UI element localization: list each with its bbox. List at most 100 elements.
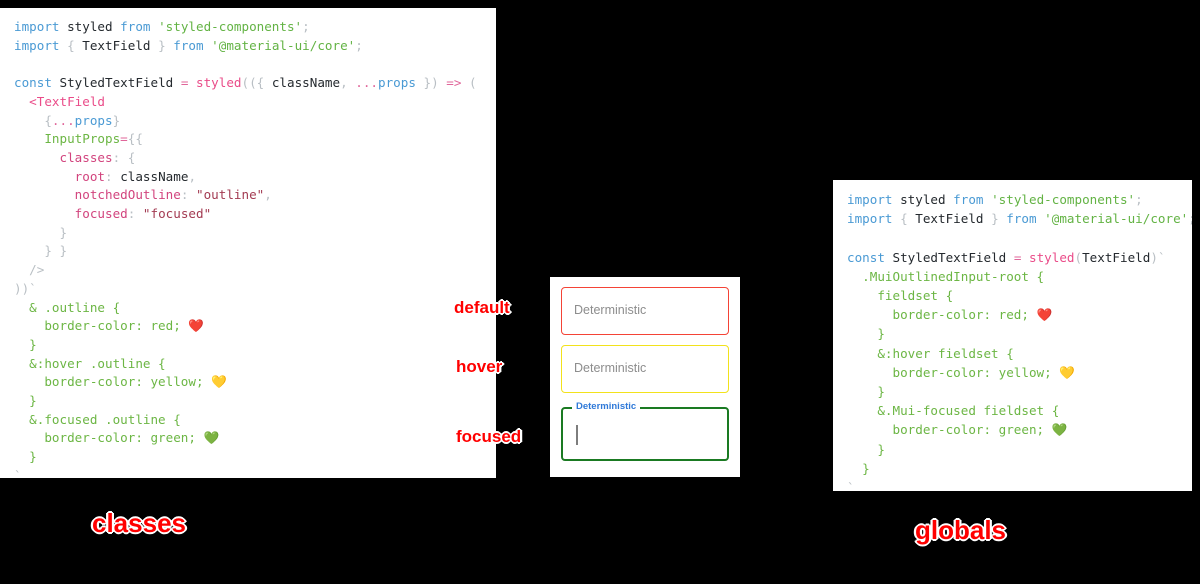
code-token: :	[127, 206, 143, 222]
code-token: notchedOutline	[74, 187, 181, 203]
code-token: }	[112, 112, 121, 128]
code-token: <TextField	[29, 93, 105, 109]
code-token: ;	[355, 37, 363, 53]
code-token: StyledTextField	[59, 75, 181, 91]
code-line: &:hover .outline {	[14, 355, 496, 374]
code-token: ;	[1188, 211, 1192, 226]
code-token: &:hover fieldset {	[847, 345, 1014, 361]
code-token	[14, 206, 75, 221]
heart-emoji-icon: 💛	[211, 374, 227, 390]
code-line: &.Mui-focused fieldset {	[847, 401, 1192, 420]
code-line: classes: {	[14, 149, 496, 168]
textfield-default-label: Deterministic	[574, 303, 647, 317]
code-line: focused: "focused"	[14, 205, 496, 224]
code-token: `	[14, 467, 22, 478]
code-line: import { TextField } from '@material-ui/…	[14, 37, 496, 56]
code-token: {	[67, 37, 83, 53]
code-token: import	[847, 211, 901, 227]
code-line: }	[847, 382, 1192, 401]
code-line: }	[847, 440, 1192, 459]
code-token: className	[120, 168, 189, 184]
annotation-hover: hover	[456, 357, 503, 376]
code-token: fieldset {	[847, 288, 954, 304]
heart-emoji-icon: 💚	[1051, 422, 1068, 438]
code-token: TextField	[82, 37, 159, 53]
code-token: ;	[1135, 192, 1143, 207]
code-token: : {	[112, 149, 136, 165]
code-token: =	[120, 131, 128, 147]
code-token: TextField	[1082, 249, 1151, 265]
code-token: &.focused .outline {	[14, 411, 181, 427]
code-token	[14, 94, 29, 109]
code-token: {{	[127, 131, 143, 147]
code-line: border-color: green; 💚	[847, 420, 1192, 439]
textfield-hover-label: Deterministic	[574, 361, 647, 375]
code-token: className	[271, 75, 341, 91]
code-token: }	[847, 441, 885, 457]
code-line: InputProps={{	[14, 130, 496, 149]
annotation-default: default	[454, 298, 510, 317]
code-token: `	[1157, 249, 1166, 265]
code-line: border-color: green; 💚	[14, 429, 496, 448]
code-panel-globals: import styled from 'styled-components';i…	[833, 180, 1192, 491]
code-token: =	[1013, 249, 1029, 265]
code-token: from	[1006, 211, 1045, 227]
textfield-default[interactable]: Deterministic	[561, 287, 729, 335]
code-token: =>	[446, 75, 470, 91]
code-token: 'styled-components'	[991, 192, 1136, 207]
code-token: }	[991, 211, 1007, 227]
code-token: {	[900, 211, 916, 227]
code-token: TextField	[915, 211, 992, 227]
code-line: &.focused .outline {	[14, 411, 496, 430]
textfield-preview-card: Deterministic Deterministic Deterministi…	[550, 277, 740, 477]
code-line	[14, 55, 496, 74]
code-line: `	[14, 467, 496, 478]
code-token: InputProps	[44, 131, 121, 147]
code-line: &:hover fieldset {	[847, 344, 1192, 363]
code-token: }	[14, 336, 37, 352]
code-token: ;	[302, 19, 310, 34]
code-token: &:hover .outline {	[14, 355, 166, 371]
code-token: &.Mui-focused fieldset {	[847, 403, 1060, 419]
code-token	[14, 169, 75, 184]
code-token: 'styled-components'	[158, 19, 303, 34]
code-token: } }	[14, 243, 68, 259]
code-line: border-color: yellow; 💛	[14, 373, 496, 392]
code-token: ,	[340, 75, 356, 91]
heart-emoji-icon: 💚	[203, 430, 220, 446]
code-line	[847, 228, 1192, 247]
textfield-hover[interactable]: Deterministic	[561, 345, 729, 393]
code-token: )	[1150, 249, 1158, 265]
code-token: border-color: green;	[847, 422, 1052, 438]
code-token: root	[74, 168, 106, 184]
code-line: }	[14, 392, 496, 411]
code-line: border-color: red; ❤️	[847, 305, 1192, 324]
code-line: border-color: yellow; 💛	[847, 363, 1192, 382]
code-line: border-color: red; ❤️	[14, 317, 496, 336]
code-line: import { TextField } from '@material-ui/…	[847, 209, 1192, 228]
code-token: :	[105, 168, 121, 184]
code-token: }	[14, 224, 68, 240]
textfield-focused[interactable]: Deterministic	[561, 402, 729, 461]
code-token: }	[847, 326, 885, 342]
code-token	[14, 150, 60, 165]
code-line: } }	[14, 242, 496, 261]
code-line: fieldset {	[847, 286, 1192, 305]
code-line: <TextField	[14, 93, 496, 112]
code-token: border-color: red;	[14, 318, 189, 334]
code-line: const StyledTextField = styled(TextField…	[847, 248, 1192, 267]
code-line: {...props}	[14, 112, 496, 131]
code-token: styled	[1029, 249, 1075, 265]
code-line: import styled from 'styled-components';	[847, 190, 1192, 209]
code-token: "outline"	[196, 187, 265, 203]
code-token: '@material-ui/core'	[211, 37, 356, 53]
code-token: =	[180, 75, 196, 91]
code-token: "focused"	[142, 206, 212, 222]
code-token: ...	[51, 112, 75, 128]
code-token: })	[415, 75, 447, 91]
code-token: }	[14, 449, 37, 465]
code-block-globals: import styled from 'styled-components';i…	[847, 190, 1192, 491]
heart-emoji-icon: 💛	[1059, 364, 1075, 380]
code-token	[14, 131, 44, 146]
code-token	[14, 187, 75, 202]
